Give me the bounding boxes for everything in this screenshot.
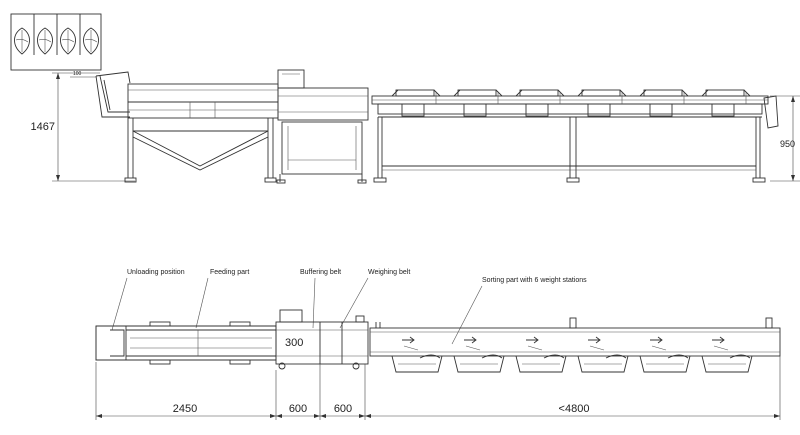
length-dimensions: 2450 600 600 <4800	[95, 356, 781, 420]
height-dimension-left: 1467	[31, 72, 135, 182]
weight-station-side	[701, 89, 751, 117]
label-sorting-part: Sorting part with 6 weight stations	[482, 277, 587, 284]
weight-station-side	[577, 89, 627, 117]
weight-station-side	[515, 89, 565, 117]
arrow-right-icon	[588, 336, 601, 344]
small-mark-label: 100	[73, 71, 82, 77]
sorting-conveyor-side	[371, 89, 779, 183]
dim-label-2450: 2450	[173, 403, 197, 415]
weight-station-top	[453, 336, 505, 373]
height-label-1467: 1467	[31, 121, 55, 133]
leaf-icon	[60, 27, 76, 55]
label-unloading-position: Unloading position	[127, 269, 185, 276]
weight-station-top	[391, 336, 443, 373]
top-view: Unloading position Feeding part Bufferin…	[95, 269, 781, 420]
dim-label-4800: <4800	[559, 403, 590, 415]
weighing-unit-side	[276, 69, 369, 184]
weighing-section-top: 300	[275, 309, 369, 370]
weight-station-top	[701, 336, 753, 373]
height-dimension-right: 950	[770, 95, 800, 182]
weight-station-top	[515, 336, 567, 373]
arrow-right-icon	[712, 336, 725, 344]
feeding-conveyor-side	[95, 71, 279, 183]
weight-station-top	[639, 336, 691, 373]
height-label-950: 950	[780, 139, 795, 149]
weight-station-side	[391, 89, 441, 117]
dim-label-600-b: 600	[334, 403, 352, 415]
weight-station-side	[453, 89, 503, 117]
feeding-conveyor-top	[95, 321, 277, 365]
arrow-right-icon	[526, 336, 539, 344]
weight-stations-top	[391, 336, 753, 373]
weight-station-top	[577, 336, 629, 373]
weight-stations-side	[391, 89, 751, 117]
arrow-right-icon	[464, 336, 477, 344]
leaf-icon	[83, 27, 99, 55]
label-weighing-belt: Weighing belt	[368, 269, 410, 276]
arrow-right-icon	[650, 336, 663, 344]
leaf-icon	[14, 27, 30, 55]
leaf-icon	[37, 27, 53, 55]
small-dimension: 100	[70, 69, 96, 78]
sorting-conveyor-top	[369, 317, 781, 373]
label-buffering-belt: Buffering belt	[300, 269, 341, 276]
dim-label-600-a: 600	[289, 403, 307, 415]
width-label-300: 300	[285, 337, 303, 349]
arrow-right-icon	[402, 336, 415, 344]
label-feeding-part: Feeding part	[210, 269, 249, 276]
side-view: 1467 100	[10, 13, 800, 184]
product-outline	[10, 13, 102, 71]
weight-station-side	[639, 89, 689, 117]
